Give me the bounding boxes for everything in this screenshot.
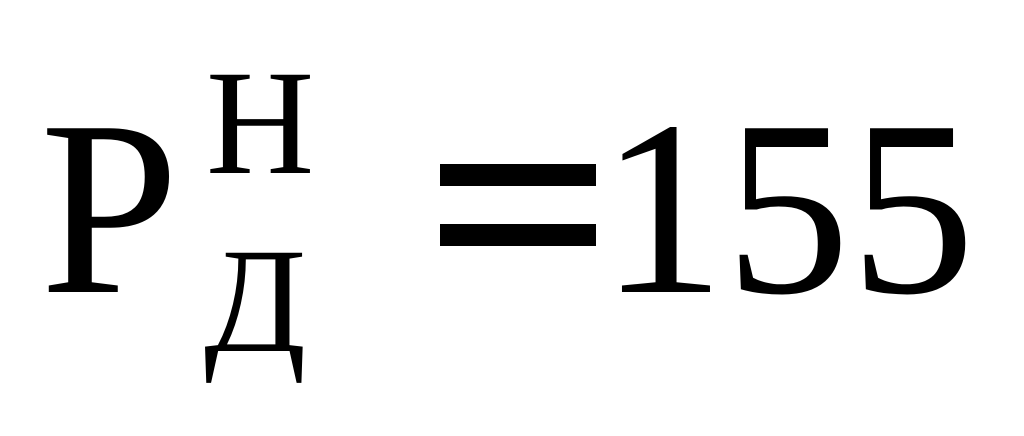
formula-superscript: Н: [206, 40, 315, 206]
equals-bar-top: [440, 164, 596, 186]
equals-bar-bottom: [440, 224, 596, 246]
formula-value: 155: [600, 70, 975, 347]
formula-subscript: Д: [204, 218, 307, 384]
formula-base-symbol: P: [40, 70, 180, 347]
